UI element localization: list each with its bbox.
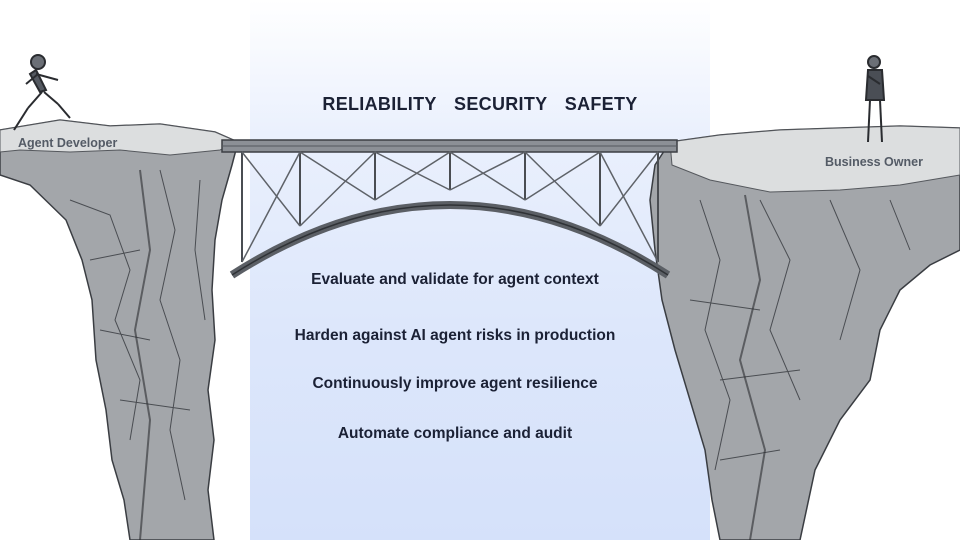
business-owner-label: Business Owner [825,155,923,169]
left-cliff [0,120,238,540]
developer-figure [14,55,70,130]
step-improve: Continuously improve agent resilience [250,375,660,393]
step-harden: Harden against AI agent risks in product… [250,327,660,345]
pillar-safety: SAFETY [565,94,638,115]
pillar-reliability: RELIABILITY [322,94,436,115]
pillar-security: SECURITY [454,94,547,115]
agent-developer-label: Agent Developer [18,136,117,150]
bridge [222,140,677,275]
pillars-heading: RELIABILITY SECURITY SAFETY [0,94,960,115]
right-cliff [650,126,960,540]
step-evaluate: Evaluate and validate for agent context [250,271,660,289]
step-automate: Automate compliance and audit [250,425,660,443]
